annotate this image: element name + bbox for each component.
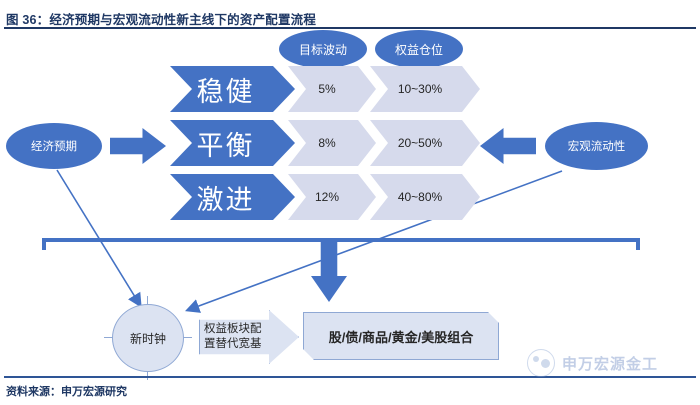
strategy-name: 平衡	[170, 120, 295, 166]
strategy-target-volatility: 8%	[288, 120, 376, 166]
strategy-row: 激进 12% 40~80%	[0, 174, 700, 220]
watermark: 申万宏源金工	[527, 346, 692, 380]
sector-substitution-arrow: 权益板块配 置替代宽基	[199, 310, 299, 364]
strategy-target-volatility: 12%	[288, 174, 376, 220]
strategy-target-volatility: 5%	[288, 66, 376, 112]
input-macro-liquidity: 宏观流动性	[545, 122, 648, 170]
strategy-equity-position: 40~80%	[370, 174, 480, 220]
sector-substitution-line2: 置替代宽基	[204, 338, 262, 350]
strategy-name: 稳健	[170, 66, 295, 112]
group-bracket	[42, 238, 640, 250]
portfolio-output-box: 股/债/商品/黄金/美股组合	[303, 312, 499, 360]
sector-substitution-line1: 权益板块配	[204, 323, 262, 335]
header-equity-position: 权益仓位	[375, 30, 463, 68]
strategy-row: 稳健 5% 10~30%	[0, 66, 700, 112]
footer-divider	[4, 376, 696, 378]
input-economic-expectation: 经济预期	[6, 123, 102, 169]
strategy-row: 平衡 8% 20~50%	[0, 120, 700, 166]
header-target-volatility: 目标波动	[279, 30, 367, 68]
strategy-name: 激进	[170, 174, 295, 220]
brand-logo-icon	[527, 349, 555, 377]
strategy-equity-position: 10~30%	[370, 66, 480, 112]
watermark-text: 申万宏源金工	[562, 355, 659, 373]
title-divider	[4, 27, 696, 29]
new-clock-node: 新时钟	[112, 304, 184, 372]
strategy-equity-position: 20~50%	[370, 120, 480, 166]
source-note: 资料来源：申万宏源研究	[6, 386, 127, 398]
sector-substitution-text: 权益板块配 置替代宽基	[200, 322, 262, 352]
figure-title: 图 36：经济预期与宏观流动性新主线下的资产配置流程	[6, 13, 317, 27]
